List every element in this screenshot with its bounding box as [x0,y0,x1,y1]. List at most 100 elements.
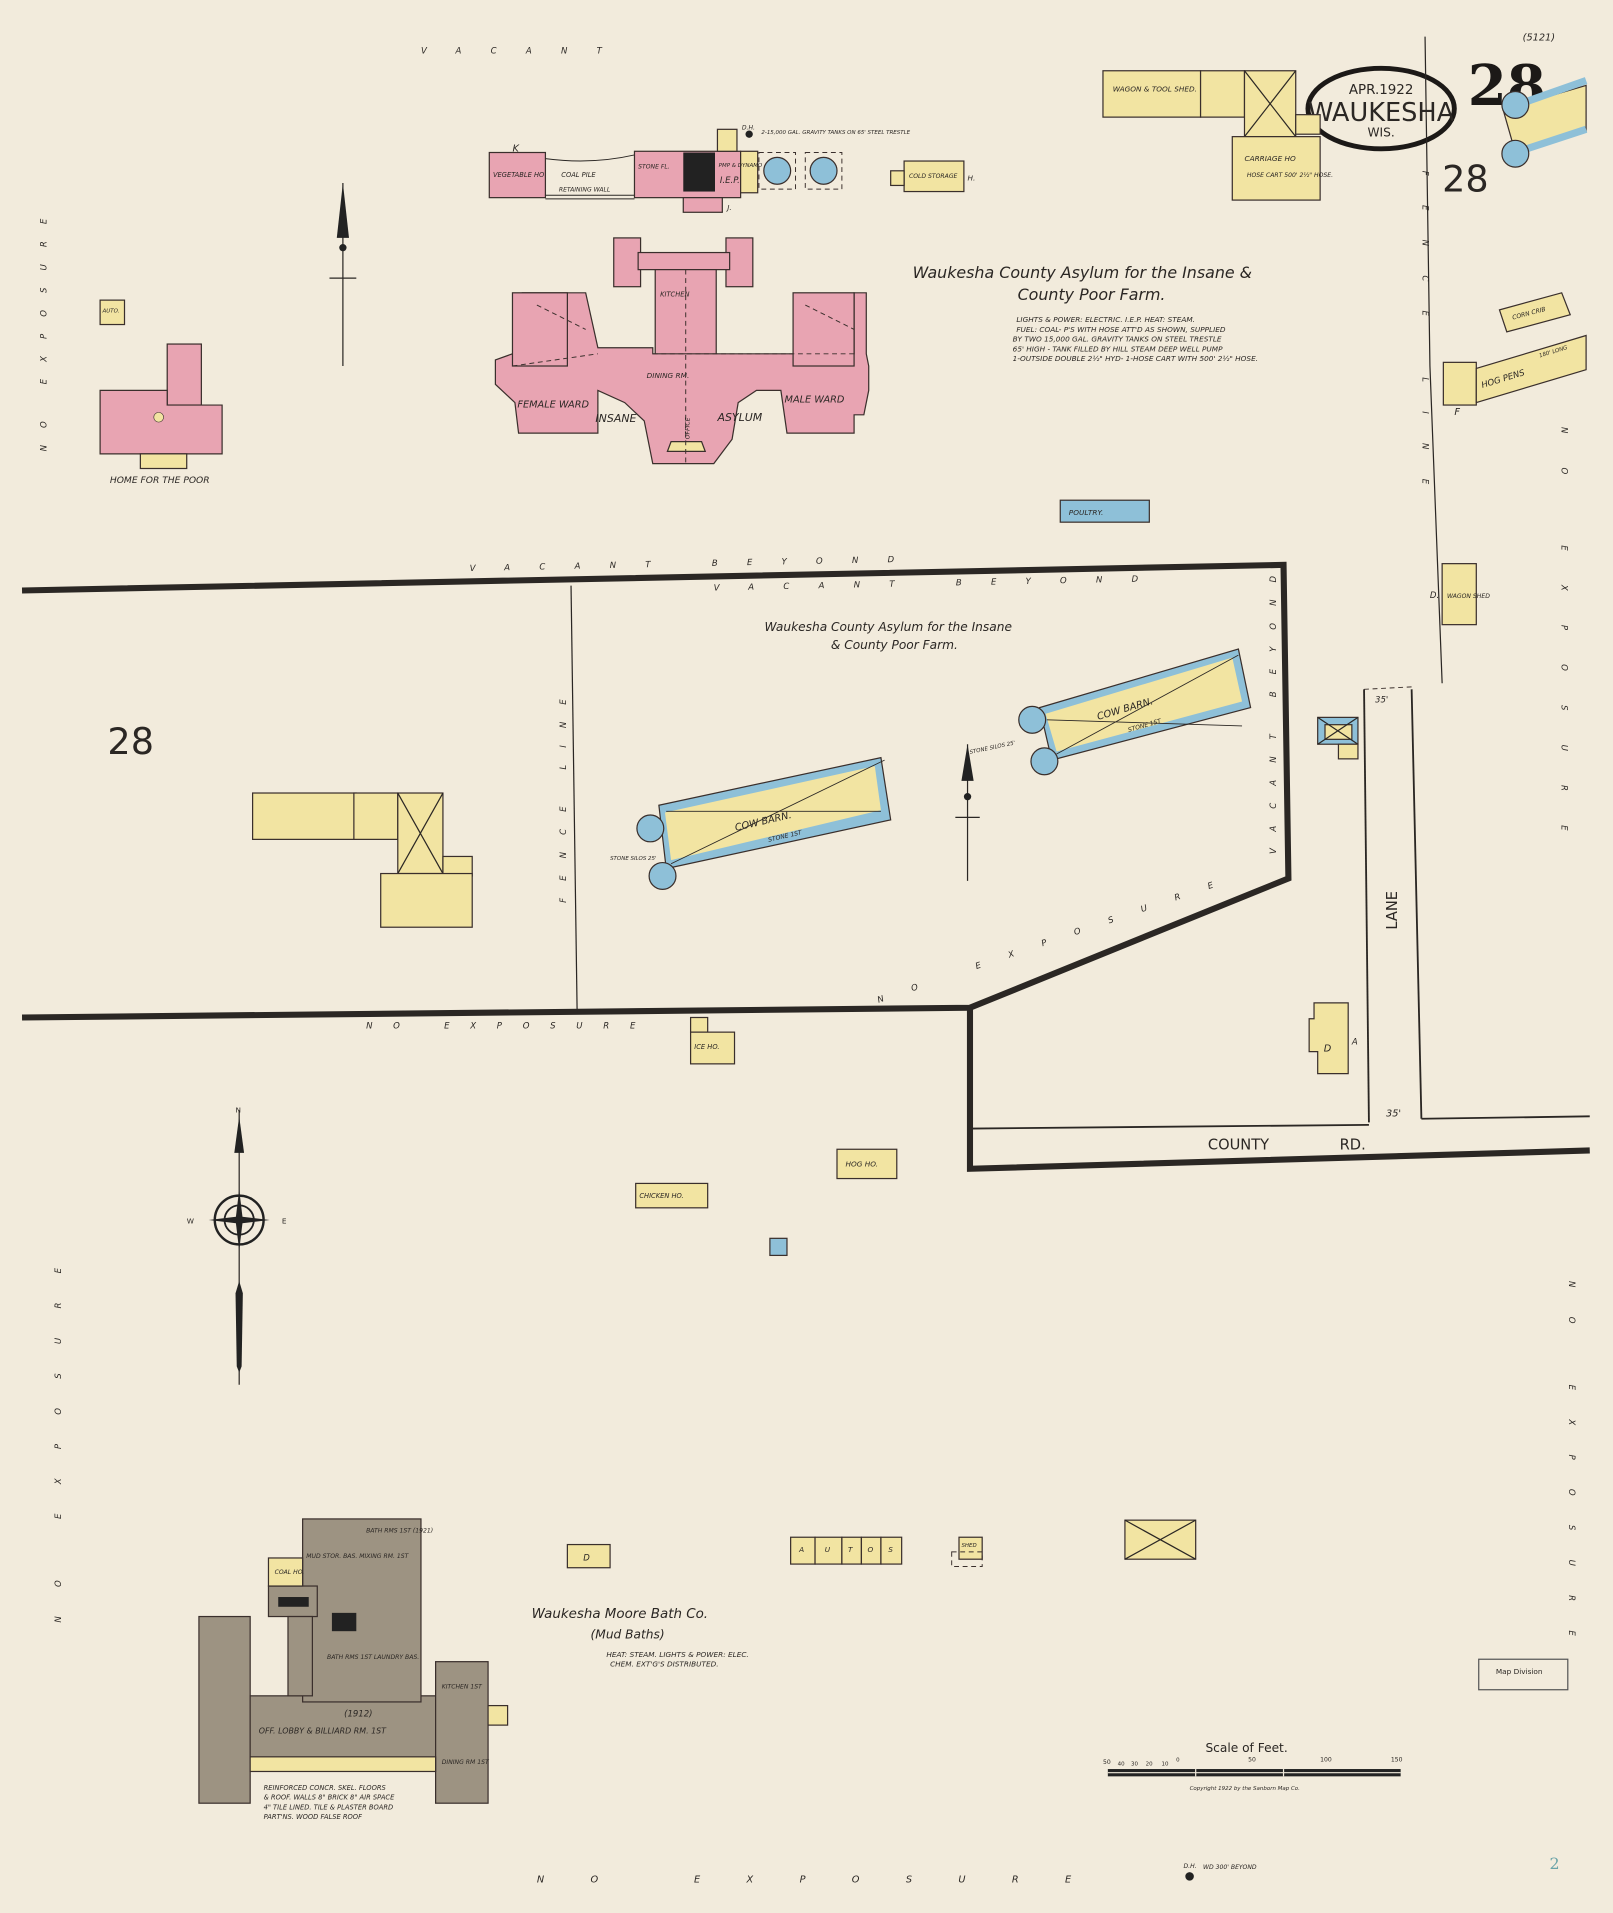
svg-text:KITCHEN 1ST: KITCHEN 1ST [442,1684,483,1691]
svg-text:D.H.: D.H. [742,124,755,131]
svg-text:20: 20 [1146,1761,1153,1767]
svg-text:50: 50 [1103,1759,1111,1766]
frame-barn-complex [251,792,473,928]
svg-text:LIGHTS & POWER: ELECTRIC. I.E.: LIGHTS & POWER: ELECTRIC. I.E.P. HEAT: S… [1016,315,1195,324]
svg-text:BATH RMS 1ST LAUNDRY BAS.: BATH RMS 1ST LAUNDRY BAS. [327,1654,419,1661]
svg-text:H.: H. [968,174,976,183]
svg-text:T: T [848,1545,853,1554]
svg-text:A: A [798,1545,804,1554]
gravity-tanks: D.H. 2-15,000 GAL. GRAVITY TANKS ON 65' … [742,124,911,190]
svg-text:10: 10 [1162,1761,1169,1767]
svg-text:KITCHEN: KITCHEN [660,290,689,298]
svg-text:BY TWO 15,000 GAL. GRAVITY TAN: BY TWO 15,000 GAL. GRAVITY TANKS ON STEE… [1013,335,1222,344]
svg-text:J.: J. [725,203,731,212]
svg-text:POULTRY.: POULTRY. [1069,508,1104,517]
chicken-house: CHICKEN HO. [635,1182,709,1209]
svg-text:Copyright 1922 by the Sanborn: Copyright 1922 by the Sanborn Map Co. [1190,1786,1301,1792]
svg-text:HOSE CART 500' 2½" HOSE.: HOSE CART 500' 2½" HOSE. [1247,171,1333,179]
svg-text:Waukesha County Asylum for the: Waukesha County Asylum for the Insane & [913,263,1252,282]
svg-text:MUD STOR. BAS. MIXING RM. 1ST: MUD STOR. BAS. MIXING RM. 1ST [306,1553,409,1560]
property-boundary [21,561,1292,1021]
fence-line [1424,36,1443,684]
svg-text:2-15,000 GAL. GRAVITY TANKS ON: 2-15,000 GAL. GRAVITY TANKS ON 65' STEEL… [761,130,910,136]
north-arrow-icon [329,183,357,367]
shed: SHED [951,1536,983,1568]
no-exposure-right-upper: NO EXPOSURE [1559,427,1569,865]
svg-text:U: U [825,1545,831,1554]
svg-text:OFFICE: OFFICE [684,417,691,439]
svg-text:PMP & DYNAMO: PMP & DYNAMO [719,163,763,169]
svg-text:A: A [1351,1037,1358,1047]
poultry-house: POULTRY. [1059,499,1150,523]
adjoining-sheet-number-left: 28 [107,720,154,763]
svg-text:FUEL: COAL- P'S WITH HOSE ATT': FUEL: COAL- P'S WITH HOSE ATT'D AS SHOWN… [1016,325,1226,334]
svg-text:REINFORCED CONCR. SKEL. FLOORS: REINFORCED CONCR. SKEL. FLOORS [264,1784,387,1792]
svg-text:COAL HO.: COAL HO. [275,1569,305,1576]
vacant-beyond-vertical: VACANT BEYOND [1269,559,1279,854]
svg-text:STONE SILOS 25': STONE SILOS 25' [610,856,656,862]
bath-title: Waukesha Moore Bath Co. (Mud Baths) HEAT… [532,1607,749,1669]
svg-text:HOME FOR THE POOR: HOME FOR THE POOR [110,476,210,486]
svg-text:30: 30 [1131,1761,1138,1767]
svg-text:STONE FL.: STONE FL. [638,163,670,170]
svg-text:APR.1922: APR.1922 [1349,83,1413,98]
scale-of-feet: Scale of Feet. 50 40 30 20 10 0 50 100 1… [1103,1741,1403,1792]
cold-storage: COLD STORAGE H. [890,160,976,193]
svg-text:FEMALE WARD: FEMALE WARD [517,399,589,410]
svg-text:& County Poor Farm.: & County Poor Farm. [831,638,958,652]
svg-text:SHED: SHED [961,1543,976,1549]
autos-garage-row: A U T O S [790,1536,903,1565]
svg-text:100: 100 [1320,1757,1332,1764]
svg-text:CARRIAGE HO: CARRIAGE HO [1244,154,1296,163]
svg-text:AUTO.: AUTO. [102,308,120,314]
svg-text:Waukesha County Asylum for the: Waukesha County Asylum for the Insane [765,620,1012,634]
page-mark: 2 [1549,1854,1559,1873]
svg-text:(Mud Baths): (Mud Baths) [591,1627,665,1641]
svg-text:DINING RM 1ST: DINING RM 1ST [442,1759,490,1766]
fence-line-middle-label: FENCE LINE [559,682,569,903]
svg-text:D: D [583,1553,590,1563]
svg-text:50: 50 [1248,1757,1256,1764]
hydrant-note: D.H. WD 300' BEYOND [1183,1863,1257,1881]
svg-text:HEAT: STEAM. LIGHTS & POWER: E: HEAT: STEAM. LIGHTS & POWER: ELEC. [606,1650,748,1659]
county-rd-label-suffix: RD. [1340,1136,1366,1153]
svg-text:WAGON & TOOL SHED.: WAGON & TOOL SHED. [1113,85,1197,94]
svg-text:COLD STORAGE: COLD STORAGE [909,173,958,180]
svg-text:I.E.P.: I.E.P. [720,176,740,186]
svg-text:OFF. LOBBY & BILLIARD RM. 1ST: OFF. LOBBY & BILLIARD RM. 1ST [259,1727,387,1736]
svg-text:0: 0 [1176,1758,1180,1764]
svg-text:DINING RM.: DINING RM. [647,371,690,380]
svg-text:Map Division: Map Division [1496,1667,1543,1676]
svg-text:35': 35' [1375,696,1388,706]
svg-text:40: 40 [1118,1761,1125,1767]
cow-barn-west: COW BARN. STONE 1ST STONE SILOS 25' [610,756,892,891]
small-cow-shed [1317,716,1359,760]
home-for-the-poor: AUTO. HOME FOR THE POOR [99,299,223,486]
svg-text:Waukesha Moore Bath Co.: Waukesha Moore Bath Co. [532,1607,708,1622]
svg-text:WIS.: WIS. [1367,126,1394,140]
sheet-ref: (5121) [1523,32,1555,43]
svg-text:COAL PILE: COAL PILE [561,171,596,179]
two-story-building [1124,1519,1197,1560]
fence-line-upper-label: FENCE LINE [1420,171,1430,514]
compass-rose-icon: N E W [187,1106,287,1385]
insane-asylum-building: FEMALE WARD MALE WARD INSANE ASYLUM DINI… [494,237,870,465]
svg-text:County Poor Farm.: County Poor Farm. [1018,285,1166,304]
coal-pile: COAL PILE RETAINING WALL [545,154,635,200]
svg-text:BATH RMS 1ST (1921): BATH RMS 1ST (1921) [366,1527,433,1534]
svg-text:K: K [512,143,520,154]
svg-text:INSANE: INSANE [595,412,636,425]
svg-text:MALE WARD: MALE WARD [785,395,845,406]
no-exposure-left-lower: NO EXPOSURE [54,1239,64,1623]
svg-text:LANE: LANE [1384,891,1401,930]
wagon-shed: WAGON SHED D. [1430,563,1490,626]
svg-text:(1912): (1912) [344,1710,372,1720]
ice-house: ICE HO. [689,1016,736,1065]
title-block: APR.1922 WAUKESHA WIS. [1305,65,1457,152]
no-exposure-bottom: NO EXPOSURE [537,1874,1118,1885]
small-stone-shed [769,1237,788,1257]
farm-title: Waukesha County Asylum for the Insane & … [765,620,1012,652]
svg-text:WAGON SHED: WAGON SHED [1447,593,1490,600]
no-exposure-field-bottom: NO EXPOSURE [366,1021,656,1031]
north-arrow-icon [955,744,980,881]
